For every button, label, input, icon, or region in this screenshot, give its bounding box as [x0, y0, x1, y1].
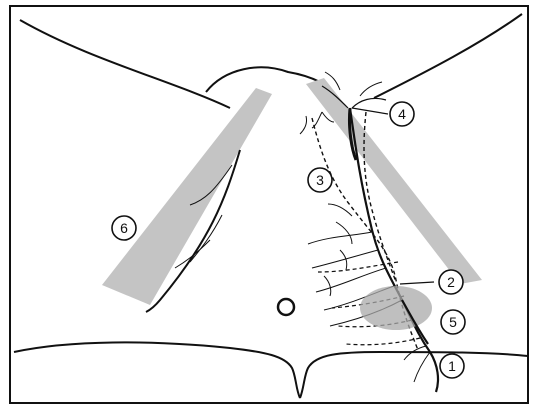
callout-4-label: 4 [398, 106, 406, 122]
callout-6-label: 6 [120, 220, 128, 236]
callout-1: 1 [440, 354, 464, 378]
shaded-zone [360, 286, 432, 330]
anal-opening [278, 299, 294, 315]
callout-5-label: 5 [449, 314, 457, 330]
callout-4: 4 [390, 102, 414, 126]
callout-2: 2 [439, 270, 463, 294]
callout-2-label: 2 [447, 274, 455, 290]
callout-3-label: 3 [316, 172, 324, 188]
callout-6: 6 [112, 216, 136, 240]
callout-1-label: 1 [448, 358, 456, 374]
callout-3: 3 [308, 168, 332, 192]
callout-5: 5 [441, 310, 465, 334]
